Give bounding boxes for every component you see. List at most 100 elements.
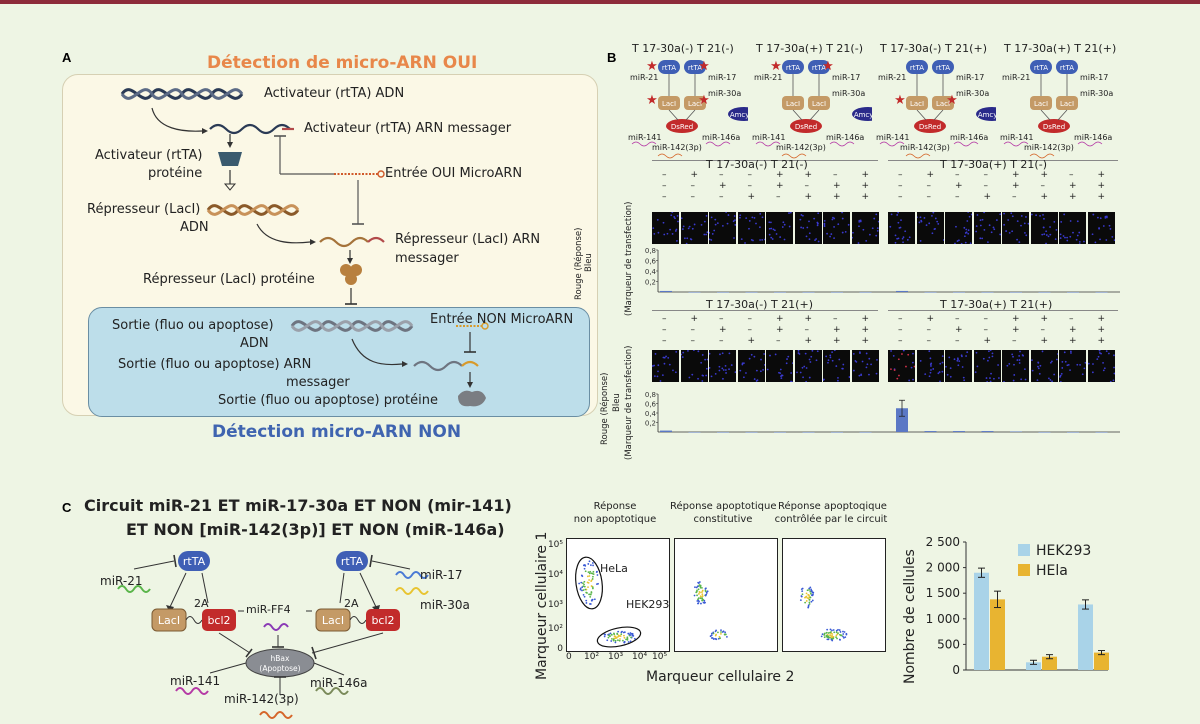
b-sign: – <box>690 192 696 202</box>
b-ylabel-top-3: (Marqueur de transfection) <box>624 201 634 316</box>
facs-title-1-b: constitutive <box>693 514 753 525</box>
facs-gate-hela-label: HeLa <box>600 562 628 575</box>
b-bar <box>1038 432 1051 433</box>
b-laci-node <box>684 96 706 110</box>
facs-title-2-a: Réponse apoptoqique <box>778 501 887 512</box>
b-mir146a-label: miR-146a <box>826 133 864 142</box>
b-micrograph <box>822 349 851 382</box>
b-sign: + <box>1097 325 1106 335</box>
b-sign: – <box>955 336 960 346</box>
panel-c-title-2: ET NON [miR-142(3p)] ET NON (miR-146a) <box>126 520 505 539</box>
b-rtta-node <box>658 60 680 74</box>
b-mir146a-label: miR-146a <box>950 133 988 142</box>
b-mir141-label: miR-141 <box>628 133 661 142</box>
c-bar-HEK293 <box>1026 662 1041 670</box>
c-ytick: 1 500 <box>926 586 960 600</box>
b-amcyan-text: Amcyan <box>854 111 872 119</box>
input-no-label: Entrée NON MicroARN <box>430 312 574 327</box>
b-sign: – <box>926 325 932 335</box>
b-mir142-label: miR-142(3p) <box>900 143 950 152</box>
block1-header-line <box>652 160 878 161</box>
b-micrograph <box>679 349 709 382</box>
b-amcyan-text: Amcyan <box>730 111 748 119</box>
b-circuit-title-1: T 17-30a(+) T 21(-) <box>756 42 863 55</box>
c-mir30a-squiggle <box>395 587 429 595</box>
b-laci-node <box>906 96 928 110</box>
facs-title-0-b: non apoptotique <box>573 514 657 525</box>
b-circuit-title-3: T 17-30a(+) T 21(+) <box>1004 42 1117 55</box>
b-rtta-node <box>808 60 830 74</box>
b-sign: + <box>1069 192 1077 202</box>
facs-title-0-a: Réponse <box>593 501 637 512</box>
b-circuit-title-2: T 17-30a(-) T 21(+) <box>880 42 987 55</box>
b-sign: + <box>833 181 841 191</box>
b-ylabel-bot-3: (Marqueur de transfection) <box>624 345 634 460</box>
b-amcyan-node <box>728 107 748 121</box>
b-micrograph <box>945 211 973 245</box>
block2-header-line <box>888 160 1118 161</box>
b-bar <box>774 292 786 293</box>
b-bar <box>953 431 965 432</box>
b-sign: + <box>719 181 727 191</box>
output-protein-label: Sortie (fluo ou apoptose) protéine <box>218 393 438 408</box>
b-bar <box>660 290 672 292</box>
c-mir146a-label: miR-146a <box>310 676 367 690</box>
b-sign: + <box>804 336 813 346</box>
b-sign: – <box>719 192 724 202</box>
b-bar <box>717 292 729 293</box>
repressor-protein-label: Répresseur (LacI) protéine <box>143 272 315 287</box>
b-sign: – <box>690 336 696 346</box>
c-bcl2-left-text: bcl2 <box>207 614 230 627</box>
b-star-icon: ★ <box>894 93 906 108</box>
b-star-icon: ★ <box>698 59 710 74</box>
b-dsred-node <box>1038 119 1070 133</box>
c-hbax-text-2: (Apoptose) <box>259 664 300 673</box>
b-bar <box>1067 292 1079 293</box>
facs-xtick: 0 <box>566 652 572 662</box>
output-mrna-label-2: messager <box>286 375 350 390</box>
c-bar-HEla <box>990 599 1005 670</box>
b-sign: – <box>926 192 932 202</box>
b-sign: + <box>690 170 699 180</box>
b-micrograph <box>973 211 1001 244</box>
b-sign: + <box>861 170 870 180</box>
b-laci-text: LacI <box>910 100 924 108</box>
b-sign: + <box>833 325 841 335</box>
c-ytick: 1 000 <box>926 612 960 626</box>
b-dsred-node <box>790 119 822 133</box>
b-laci-node <box>932 96 954 110</box>
b-micrograph <box>973 349 1001 383</box>
c-ytick: 0 <box>952 663 960 677</box>
b-rtta-text: rtTA <box>1060 64 1074 72</box>
b-sign: – <box>719 336 724 346</box>
b-sign: – <box>955 170 960 180</box>
b-bar <box>953 292 965 293</box>
b-sign: – <box>662 181 667 191</box>
b-circuit-title-0: T 17-30a(-) T 21(-) <box>632 42 734 55</box>
activator-protein-label-1: Activateur (rtTA) <box>95 148 203 163</box>
c-legend-label: HEla <box>1036 563 1068 579</box>
panel-c-circuit: rtTA rtTA 2A 2A LacI bcl2 LacI bcl2 miR-… <box>100 551 470 719</box>
b-dsred-node <box>666 119 698 133</box>
b-sign: – <box>898 181 903 191</box>
b-mir21-label: miR-21 <box>630 73 658 82</box>
c-laci-left-text: LacI <box>158 614 180 627</box>
b-sign: – <box>1040 325 1046 335</box>
activator-mrna-icon <box>209 123 291 135</box>
b-mir30a-label: miR-30a <box>832 89 865 98</box>
c-mir142-label: miR-142(3p) <box>224 692 299 706</box>
b-sign: – <box>719 170 724 180</box>
b-rtta-text: rtTA <box>812 64 826 72</box>
b-mir142-label: miR-142(3p) <box>652 143 702 152</box>
b-mir146a-label: miR-146a <box>1074 133 1112 142</box>
b-sign: + <box>861 336 870 346</box>
b-sign: + <box>1040 314 1049 324</box>
facs-gate-hek-label: HEK293 <box>626 598 670 611</box>
b-sign: – <box>690 325 696 335</box>
b-micrograph <box>794 349 822 383</box>
b-bar <box>896 408 908 432</box>
c-bar-HEK293 <box>1078 604 1093 670</box>
b-mir146a-label: miR-146a <box>702 133 740 142</box>
b-micrograph <box>766 350 794 383</box>
b-rtta-node <box>782 60 804 74</box>
